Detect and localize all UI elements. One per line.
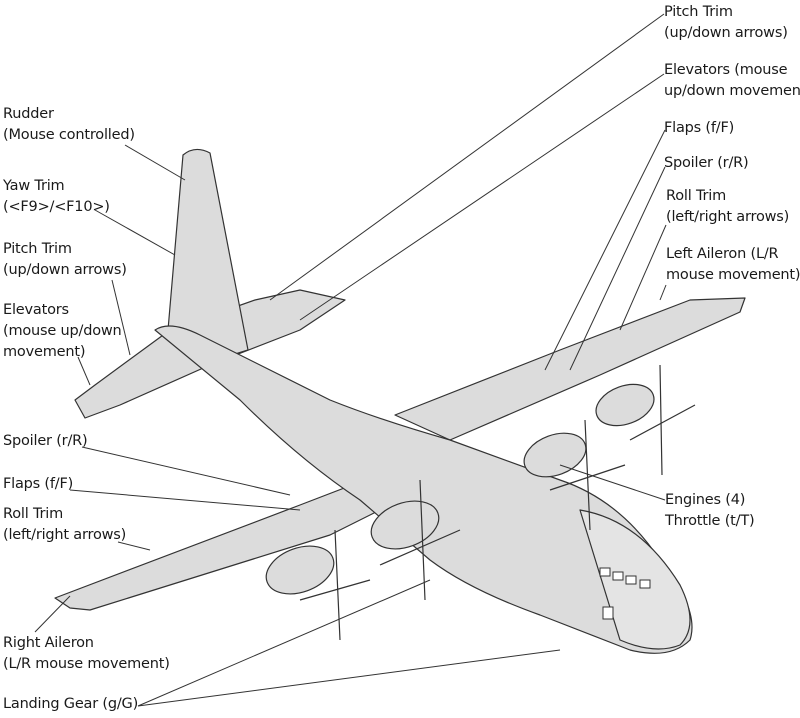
label-roll-trim-left: Roll Trim (left/right arrows): [3, 506, 127, 543]
engine-nacelle-4: [595, 383, 655, 427]
label-spoiler-right: Spoiler (r/R): [664, 155, 749, 171]
label-right-aileron: Right Aileron (L/R mouse movement): [3, 635, 170, 672]
propeller-3: [549, 419, 626, 531]
propeller-2: [379, 479, 461, 601]
label-roll-trim-right: Roll Trim (left/right arrows): [666, 188, 790, 225]
leader-flaps-l: [69, 489, 301, 511]
label-elevators-right: Elevators (mouse up/down movement): [664, 62, 800, 99]
leader-elevators-l: [77, 356, 91, 386]
leader-left-aileron: [659, 284, 667, 301]
label-flaps-right: Flaps (f/F): [664, 120, 735, 136]
leader-landing-gear-1: [137, 579, 431, 707]
leader-yaw-trim: [94, 209, 176, 256]
label-pitch-trim-left: Pitch Trim (up/down arrows): [3, 241, 127, 278]
leader-engines: [559, 464, 666, 501]
fuselage: [154, 325, 693, 654]
propeller-1: [299, 529, 371, 641]
label-engines: Engines (4) Throttle (t/T): [665, 492, 755, 529]
label-left-aileron: Left Aileron (L/R mouse movement): [666, 246, 800, 283]
engine-nacelle-3: [523, 432, 587, 478]
leader-roll-trim-r: [619, 224, 667, 331]
leader-roll-trim-l: [117, 541, 151, 551]
leader-spoiler-r: [569, 166, 666, 371]
label-landing-gear: Landing Gear (g/G): [3, 696, 139, 712]
label-spoiler-left: Spoiler (r/R): [3, 433, 88, 449]
label-elevators-left: Elevators (mouse up/down movement): [3, 302, 122, 360]
leader-elevators-r: [299, 73, 665, 321]
leader-pitch-trim-r: [269, 13, 665, 301]
propeller-4: [629, 364, 696, 476]
leader-pitch-trim-l: [111, 279, 131, 356]
leader-spoiler-l: [81, 446, 291, 496]
label-yaw-trim: Yaw Trim (<F9>/<F10>): [3, 178, 110, 215]
leader-right-aileron: [34, 595, 71, 633]
label-flaps-left: Flaps (f/F): [3, 476, 74, 492]
label-rudder: Rudder (Mouse controlled): [3, 106, 135, 143]
engine-nacelle-1: [265, 545, 335, 595]
vertical-tail: [167, 148, 249, 366]
leader-flaps-r: [544, 129, 666, 371]
leader-landing-gear-2: [137, 649, 561, 707]
leader-rudder: [124, 144, 186, 181]
label-pitch-trim-right: Pitch Trim (up/down arrows): [664, 4, 788, 41]
